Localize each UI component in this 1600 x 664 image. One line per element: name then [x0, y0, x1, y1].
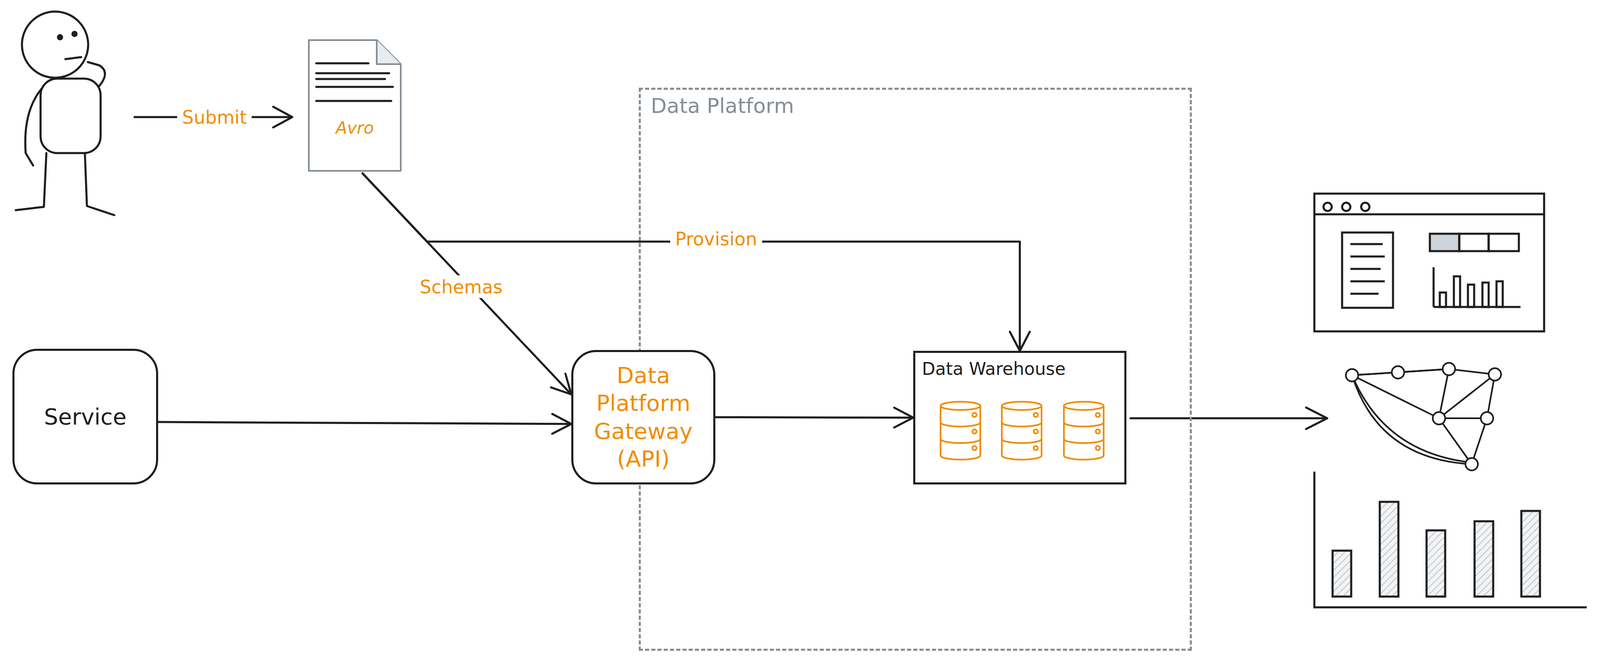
- connector-line: [362, 173, 1021, 352]
- service-box: Service: [12, 348, 159, 485]
- node-label: Service: [43, 404, 127, 431]
- node-label: Data Platform Gateway (API): [581, 361, 706, 474]
- output-arrow: [1130, 407, 1328, 430]
- arrow-label: Submit: [177, 105, 252, 129]
- database-cylinder: [1063, 401, 1104, 460]
- dashboard-icon: [1314, 193, 1545, 332]
- document-page: [308, 40, 401, 171]
- arrow-head: [552, 414, 572, 435]
- connector-line: [362, 173, 572, 395]
- document-line: [316, 72, 390, 75]
- document-line: [316, 86, 393, 89]
- arrow-head: [550, 373, 572, 395]
- database-cylinder: [940, 401, 981, 460]
- network-graph-icon: [1345, 363, 1502, 471]
- document-fold: [376, 40, 401, 65]
- connector-line: [715, 417, 914, 419]
- connector: [158, 414, 572, 435]
- connector: [715, 407, 914, 428]
- platform-boundary: Data PlatformData Platform Gateway (API)…: [638, 87, 1192, 652]
- boundary-title: Data Platform: [650, 93, 794, 118]
- gateway-box: Data Platform Gateway (API): [571, 350, 716, 485]
- person-figure: [15, 11, 115, 216]
- arrow-head: [1010, 332, 1030, 352]
- submit-arrow: [134, 106, 293, 128]
- node-label: Avro: [306, 118, 404, 138]
- database-cylinder: [1001, 401, 1042, 460]
- document-outline: [306, 37, 404, 174]
- node-label: Data Warehouse: [921, 358, 1066, 380]
- edge-label: Schemas: [414, 275, 508, 299]
- connector: [362, 173, 1030, 352]
- connector-line: [158, 422, 572, 425]
- avro-document: Avro: [306, 37, 404, 174]
- document-line: [316, 78, 385, 81]
- bar-chart-icon: [1314, 471, 1587, 608]
- document-line: [316, 62, 369, 65]
- document-line: [316, 100, 392, 103]
- edge-label: Provision: [670, 227, 763, 251]
- arrow-head: [894, 407, 914, 428]
- warehouse-box: Data Warehouse: [913, 351, 1127, 485]
- connector: [362, 173, 572, 395]
